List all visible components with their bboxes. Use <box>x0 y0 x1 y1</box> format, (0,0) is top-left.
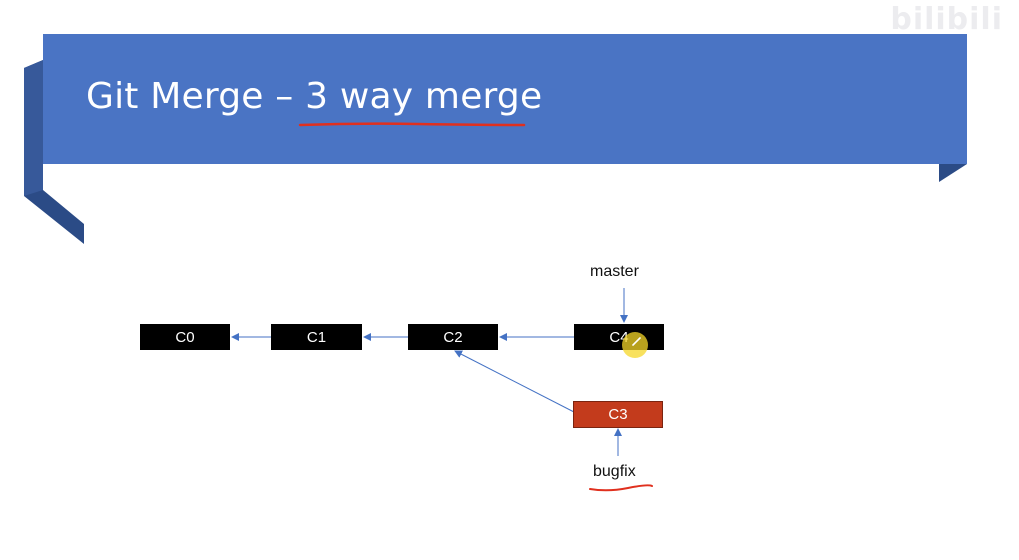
title-banner <box>43 34 967 164</box>
commit-c2-label: C2 <box>443 328 463 346</box>
branch-label-master: master <box>590 263 639 280</box>
commit-c3-label: C3 <box>608 406 628 423</box>
commit-c0-label: C0 <box>175 328 195 346</box>
commit-c2: C2 <box>408 324 498 350</box>
watermark: bilibili <box>890 2 1003 37</box>
pencil-icon <box>632 337 641 346</box>
slide-title: Git Merge – 3 way merge <box>86 76 543 117</box>
presenter-pointer <box>622 332 648 358</box>
commit-c0: C0 <box>140 324 230 350</box>
edge-c3-c2 <box>454 350 575 413</box>
commit-c1: C1 <box>271 324 362 350</box>
commit-c1-label: C1 <box>306 328 327 346</box>
ribbon-fold-right <box>939 164 967 182</box>
ribbon-fold-left <box>24 60 84 244</box>
title-annotation-underline <box>298 122 526 127</box>
commit-c4: C4 <box>574 324 664 350</box>
bugfix-annotation-underline <box>589 484 653 492</box>
commit-c3: C3 <box>573 401 663 428</box>
branch-label-bugfix: bugfix <box>593 463 636 480</box>
